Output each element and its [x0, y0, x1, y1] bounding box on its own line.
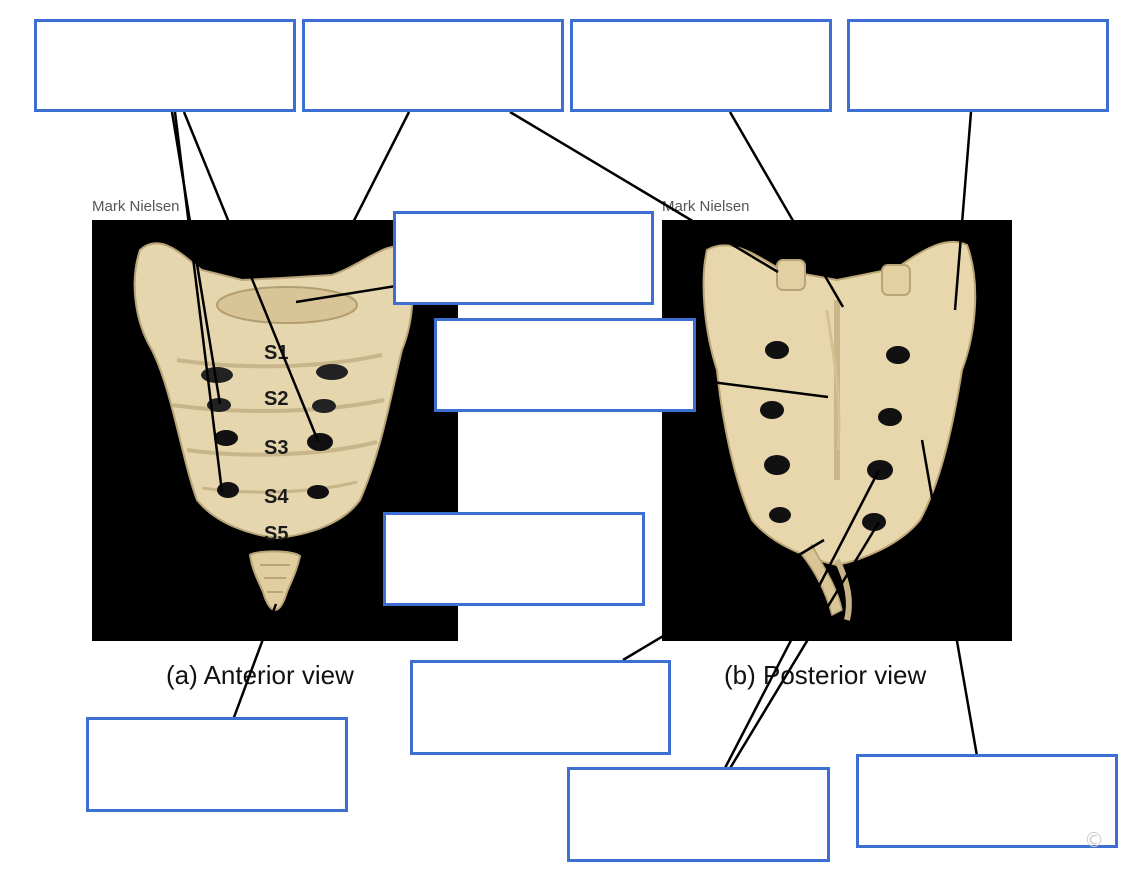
label-box-bottom-1[interactable] [86, 717, 348, 812]
copyright-symbol: © [1084, 828, 1104, 852]
posterior-photo [662, 220, 1012, 641]
photo-credit-anterior: Mark Nielsen [92, 198, 180, 215]
label-box-top-4[interactable] [847, 19, 1109, 112]
label-box-middle-3[interactable] [383, 512, 645, 606]
photo-credit-posterior: Mark Nielsen [662, 198, 750, 215]
posterior-sacrum-illustration [702, 240, 977, 621]
label-box-top-3[interactable] [570, 19, 832, 112]
label-box-bottom-4[interactable] [856, 754, 1118, 848]
vertebra-label-s3: S3 [264, 437, 289, 459]
label-box-bottom-2[interactable] [410, 660, 671, 755]
vertebra-label-s5: S5 [264, 523, 289, 545]
vertebra-label-s2: S2 [264, 388, 289, 410]
label-box-top-2[interactable] [302, 19, 564, 112]
caption-anterior-view: (a) Anterior view [166, 660, 354, 690]
caption-posterior-view: (b) Posterior view [724, 660, 927, 690]
label-box-top-1[interactable] [34, 19, 296, 112]
label-box-bottom-3[interactable] [567, 767, 830, 862]
label-box-middle-2[interactable] [434, 318, 696, 412]
label-box-middle-1[interactable] [393, 211, 654, 305]
vertebra-label-s1: S1 [264, 342, 289, 364]
vertebra-label-s4: S4 [264, 486, 289, 508]
